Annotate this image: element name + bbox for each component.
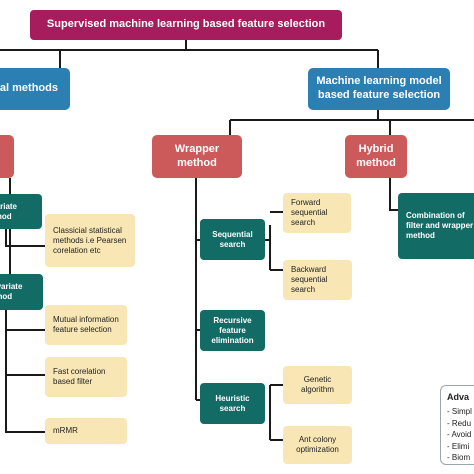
fast-correlation-box: Fast corelation based filter — [45, 357, 127, 397]
combination-box: Combination of filter and wrapper method — [398, 193, 474, 259]
ant-colony-box: Ant colony optimization — [283, 426, 352, 464]
backward-sequential-box: Backward sequential search — [283, 260, 352, 300]
advantages-item: - Elimi — [447, 441, 470, 451]
hybrid-method-box: Hybrid method — [345, 135, 407, 178]
ml-model-label: Machine learning model based feature sel… — [316, 75, 442, 101]
backward-sequential-label: Backward sequential search — [291, 265, 328, 294]
forward-sequential-label: Forward sequential search — [291, 198, 328, 227]
ant-colony-label: Ant colony optimization — [296, 435, 339, 454]
advantages-item: - Redu — [447, 418, 472, 428]
genetic-algorithm-label: Genetic algorithm — [301, 375, 334, 394]
mutual-information-box: Mutual information feature selection — [45, 305, 127, 345]
sequential-search-label: Sequential search — [212, 229, 253, 249]
recursive-elimination-box: Recursive feature elimination — [200, 310, 265, 351]
advantages-item: - Biom — [447, 453, 471, 463]
multivariate-method-label: ultivariate thod — [0, 282, 23, 301]
univariate-method-box: ivariate thod — [0, 194, 42, 229]
hybrid-method-label: Hybrid method — [356, 142, 396, 169]
mutual-information-label: Mutual information feature selection — [53, 315, 119, 334]
heuristic-search-box: Heuristic search — [200, 383, 265, 424]
combination-label: Combination of filter and wrapper method — [406, 211, 474, 240]
wrapper-method-box: Wrapper method — [152, 135, 242, 178]
classical-statistical-label: Classicial statistical methods i.e Pears… — [53, 225, 127, 255]
ml-model-box: Machine learning model based feature sel… — [308, 68, 450, 110]
fast-correlation-label: Fast corelation based filter — [53, 367, 106, 386]
multivariate-method-box: ultivariate thod — [0, 274, 43, 310]
recursive-elimination-label: Recursive feature elimination — [211, 315, 254, 345]
mrmr-box: mRMR — [45, 418, 127, 444]
advantages-item: - Avoid — [447, 430, 472, 440]
statistical-methods-label: al methods — [0, 82, 58, 95]
advantages-box: Adva - Simpl - Redu - Avoid - Elimi - Bi… — [440, 385, 474, 465]
wrapper-method-label: Wrapper method — [174, 142, 220, 169]
forward-sequential-box: Forward sequential search — [283, 193, 351, 233]
heuristic-search-label: Heuristic search — [215, 393, 250, 413]
advantages-item: - Simpl — [447, 407, 472, 416]
main-title-box: Supervised machine learning based featur… — [30, 10, 342, 40]
sequential-search-box: Sequential search — [200, 219, 265, 260]
statistical-methods-box: al methods — [0, 68, 70, 110]
advantages-title: Adva — [447, 392, 470, 402]
classical-statistical-box: Classicial statistical methods i.e Pears… — [45, 214, 135, 267]
univariate-method-label: ivariate thod — [0, 201, 18, 221]
mrmr-label: mRMR — [53, 426, 78, 435]
filter-method-box — [0, 135, 14, 178]
genetic-algorithm-box: Genetic algorithm — [283, 366, 352, 404]
main-title: Supervised machine learning based featur… — [46, 18, 326, 31]
